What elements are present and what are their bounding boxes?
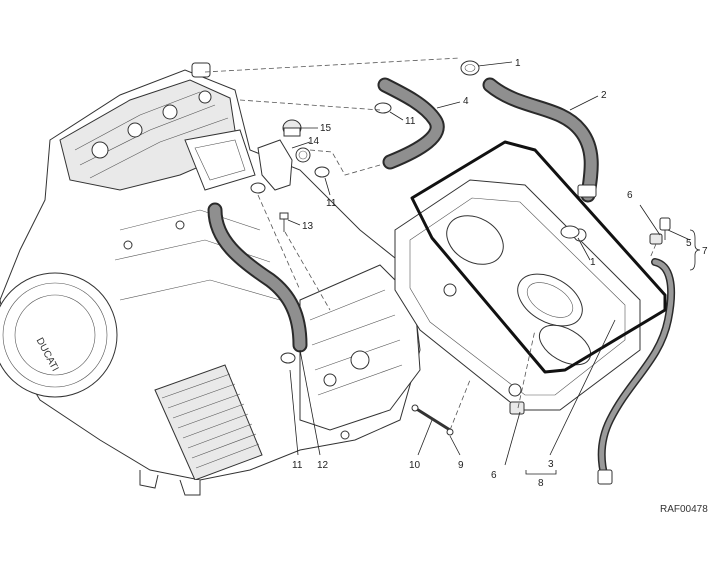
callout-1-cover: 1 xyxy=(590,257,596,268)
hose-12 xyxy=(207,202,308,353)
callout-15: 15 xyxy=(320,123,332,134)
callout-11-mid: 11 xyxy=(326,198,337,209)
fitting-14 xyxy=(257,139,311,191)
callout-10: 10 xyxy=(409,460,421,471)
callout-7: 7 xyxy=(702,246,708,257)
clamp-1-cover xyxy=(560,225,580,239)
callout-14: 14 xyxy=(308,136,320,147)
valve-cover xyxy=(394,179,641,411)
hose-4 xyxy=(377,77,445,170)
callout-4: 4 xyxy=(463,96,469,107)
clamp-11-mid-a xyxy=(250,182,266,194)
callout-11-bottom: 11 xyxy=(292,460,303,471)
oil-cooler xyxy=(154,364,263,481)
callout-13: 13 xyxy=(302,221,314,232)
callout-11-top: 11 xyxy=(405,116,416,127)
callout-8: 8 xyxy=(538,478,544,489)
callout-9: 9 xyxy=(458,460,464,471)
callout-labels: 1 1 2 3 4 5 6 6 7 8 9 10 11 11 11 12 13 … xyxy=(292,58,708,489)
clamp-11-bottom xyxy=(280,352,296,364)
engine-block: DUCATI xyxy=(0,62,421,496)
callout-2: 2 xyxy=(601,90,607,101)
callout-1-top: 1 xyxy=(515,58,521,69)
hose-2 xyxy=(482,77,599,203)
screw-13 xyxy=(279,212,289,232)
callout-6-right: 6 xyxy=(627,190,633,201)
callout-3: 3 xyxy=(548,459,554,470)
leader-lines xyxy=(287,61,701,475)
reference-lines xyxy=(204,57,657,431)
callout-5: 5 xyxy=(686,238,692,249)
clamp-11-top xyxy=(374,102,392,114)
fitting-5 xyxy=(659,217,671,240)
grommet-6-bottom xyxy=(509,401,525,415)
grommet-6-right xyxy=(649,233,663,245)
clamp-1-top xyxy=(460,60,480,76)
drawing-code: RAF00478 xyxy=(660,504,708,515)
cap-15 xyxy=(282,119,302,137)
breather-pipe-7 xyxy=(597,258,676,485)
clamp-11-mid-b xyxy=(314,166,330,178)
bolt-10 xyxy=(411,404,451,432)
callout-6-bottom: 6 xyxy=(491,470,497,481)
gasket-3 xyxy=(410,140,667,374)
callout-12: 12 xyxy=(317,460,329,471)
